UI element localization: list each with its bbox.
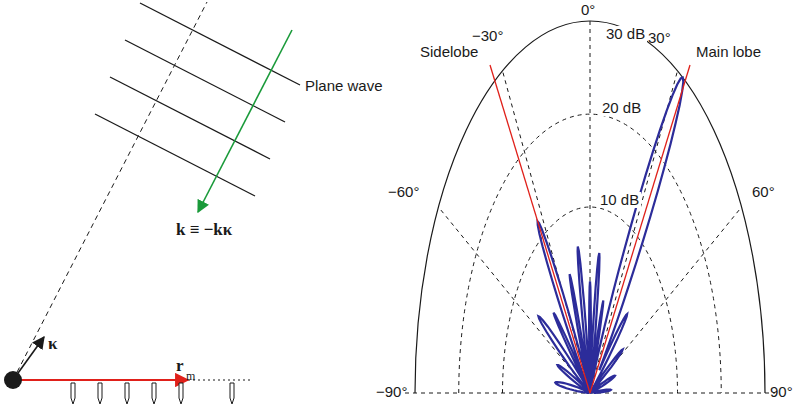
polar-grid [405, 21, 775, 393]
angle-label: −90° [376, 384, 407, 400]
direction-line [13, 2, 207, 380]
db-label: 30 dB [604, 26, 647, 42]
db-label: 10 dB [598, 192, 641, 208]
kappa-label: κ [48, 336, 57, 352]
sidelobe-line [490, 65, 590, 393]
angle-label: 30° [648, 30, 671, 46]
wave-vector [198, 30, 292, 212]
angle-label: 0° [581, 2, 595, 18]
position-vector [13, 379, 188, 381]
wave-vector-label: k ≡ −kκ [176, 222, 232, 238]
angle-label: −60° [388, 184, 419, 200]
angle-label: 60° [752, 184, 775, 200]
mainlobe-label: Main lobe [696, 44, 761, 60]
position-label: r [176, 358, 184, 374]
array-line [188, 380, 252, 381]
plane-wave-label: Plane wave [305, 78, 383, 94]
mainlobe-line [590, 65, 690, 393]
beam-pattern [538, 78, 684, 394]
wave-fronts [95, 3, 300, 196]
subscript-label: m [186, 368, 195, 384]
origin-dot [4, 371, 22, 389]
angle-label: −30° [472, 28, 503, 44]
angle-label: 90° [770, 384, 793, 400]
sensors [71, 383, 234, 404]
db-label: 20 dB [600, 100, 643, 116]
sidelobe-label: Sidelobe [420, 44, 478, 60]
grid-spoke [438, 207, 590, 393]
